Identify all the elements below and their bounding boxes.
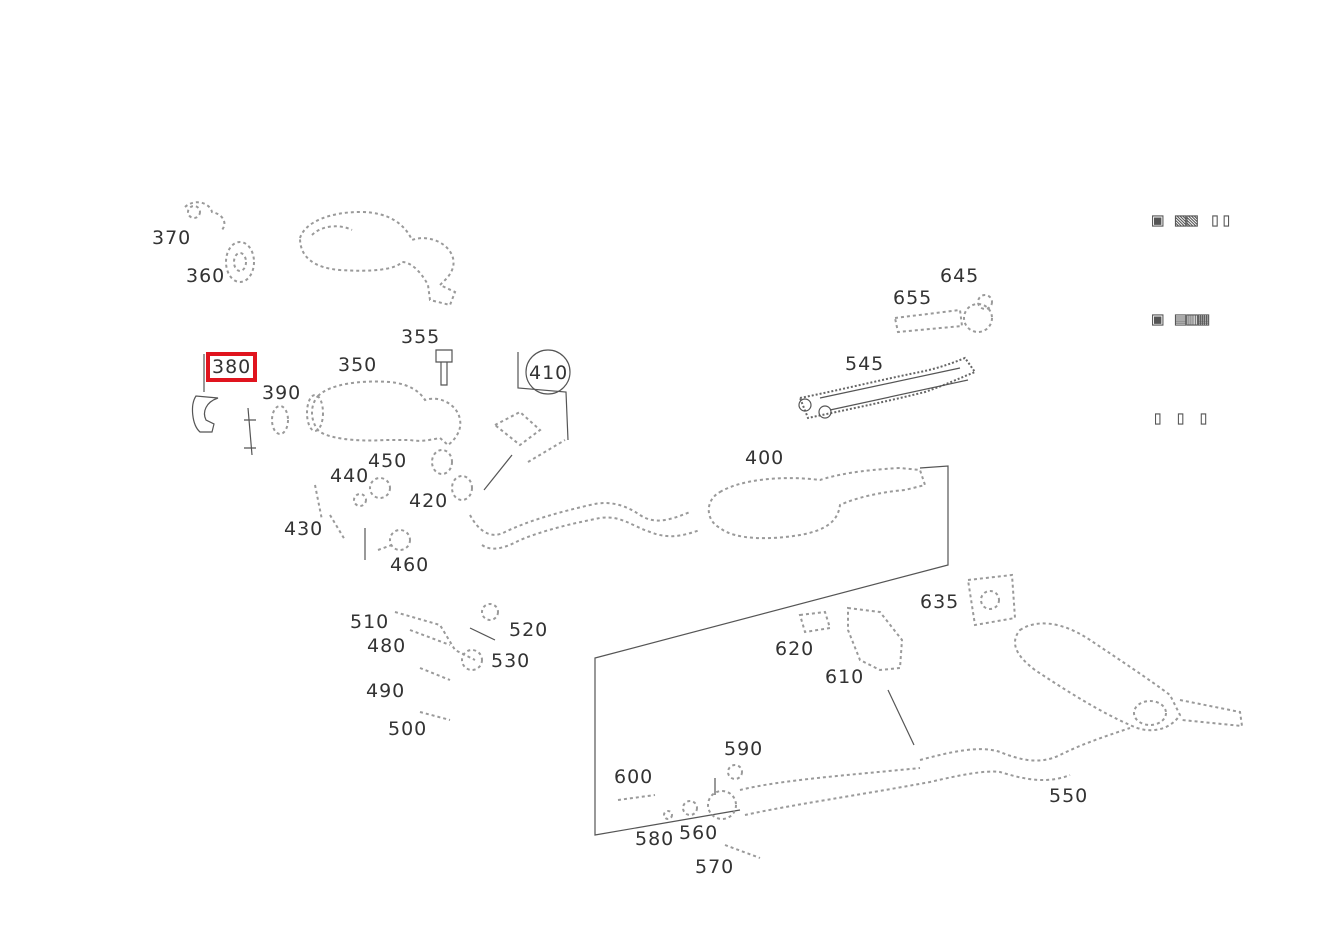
callout-545[interactable]: 545 <box>845 353 885 375</box>
part-400-front-pipe[interactable] <box>469 466 927 550</box>
callout-460[interactable]: 460 <box>390 554 430 576</box>
legend-line-1: ▣ ▧▧ ▯▯ <box>1152 209 1233 231</box>
callout-635[interactable]: 635 <box>920 591 960 613</box>
callout-410[interactable]: 410 <box>529 362 569 384</box>
part-390-ring[interactable] <box>271 405 289 435</box>
callout-510[interactable]: 510 <box>350 611 390 633</box>
part-360-gasket[interactable] <box>225 241 255 283</box>
part-645-655-hardware[interactable] <box>893 294 993 334</box>
callout-370[interactable]: 370 <box>152 227 192 249</box>
section-outline <box>594 465 949 836</box>
callout-580[interactable]: 580 <box>635 828 675 850</box>
icon-legend: ▣ ▧▧ ▯▯ ▣ ▤▥▦ ▯ ▯ ▯ <box>1152 138 1232 468</box>
part-550-rear-muffler[interactable] <box>739 622 1244 816</box>
callout-480[interactable]: 480 <box>367 635 407 657</box>
callout-610[interactable]: 610 <box>825 666 865 688</box>
part-510-530-clamp-set[interactable] <box>394 603 499 721</box>
callout-530[interactable]: 530 <box>491 650 531 672</box>
callout-520[interactable]: 520 <box>509 619 549 641</box>
callout-490[interactable]: 490 <box>366 680 406 702</box>
legend-line-2: ▣ ▤▥▦ <box>1152 308 1210 330</box>
callout-500[interactable]: 500 <box>388 718 428 740</box>
part-545-pipe[interactable] <box>798 356 977 420</box>
callout-550[interactable]: 550 <box>1049 785 1089 807</box>
callout-440[interactable]: 440 <box>330 465 370 487</box>
callout-380-selected[interactable]: 380 <box>205 352 258 382</box>
callout-430[interactable]: 430 <box>284 518 324 540</box>
part-620-610-bracket[interactable] <box>798 606 915 746</box>
callout-360[interactable]: 360 <box>186 265 226 287</box>
callout-560[interactable]: 560 <box>679 822 719 844</box>
callout-350[interactable]: 350 <box>338 354 378 376</box>
callout-400[interactable]: 400 <box>745 447 785 469</box>
part-355-bolt[interactable] <box>435 349 453 386</box>
part-410-sensor[interactable] <box>483 349 571 491</box>
callout-450[interactable]: 450 <box>368 450 408 472</box>
part-635-hanger[interactable] <box>966 573 1017 627</box>
callout-620[interactable]: 620 <box>775 638 815 660</box>
callout-570[interactable]: 570 <box>695 856 735 878</box>
callout-645[interactable]: 645 <box>940 265 980 287</box>
callout-590[interactable]: 590 <box>724 738 764 760</box>
callout-655[interactable]: 655 <box>893 287 933 309</box>
callout-390[interactable]: 390 <box>262 382 302 404</box>
part-370-clamp[interactable] <box>184 201 226 231</box>
legend-line-3: ▯ ▯ ▯ <box>1152 407 1210 429</box>
part-380-bracket[interactable] <box>191 354 256 456</box>
part-hardware-cluster[interactable] <box>314 449 473 560</box>
part-560-600-hardware[interactable] <box>617 764 761 859</box>
callout-600[interactable]: 600 <box>614 766 654 788</box>
callout-355[interactable]: 355 <box>401 326 441 348</box>
callout-420[interactable]: 420 <box>409 490 449 512</box>
part-upper-converter[interactable] <box>298 210 457 307</box>
part-350-converter[interactable] <box>306 380 462 447</box>
